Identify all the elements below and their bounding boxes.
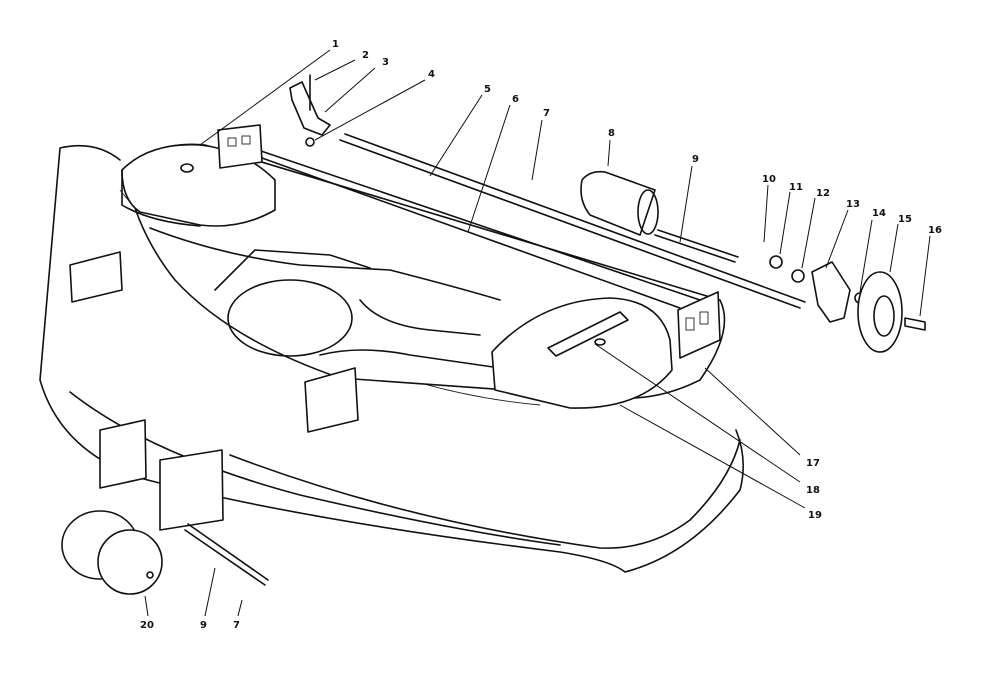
- callout-17: 17: [806, 458, 820, 469]
- callout-20: 20: [140, 620, 154, 631]
- roller-20: [97, 529, 163, 595]
- callout-10: 10: [762, 174, 776, 185]
- anti-scalp-roller-top: [580, 170, 659, 236]
- callout-12: 12: [816, 188, 830, 199]
- callout-15: 15: [898, 214, 912, 225]
- left-hanger-bracket: [217, 124, 263, 169]
- lift-rods: [257, 133, 806, 309]
- roller-shaft-top: [654, 229, 739, 263]
- callout-3: 3: [382, 57, 389, 68]
- wheel-bolt-16: [904, 317, 926, 331]
- blade-opening: [227, 279, 353, 357]
- front-roller-assembly: [61, 419, 269, 595]
- callout-11: 11: [789, 182, 803, 193]
- gauge-wheel-assembly: [769, 255, 926, 353]
- leader-lines: [144, 49, 931, 617]
- callout-14: 14: [872, 208, 886, 219]
- callout-9: 9: [692, 154, 699, 165]
- callout-18: 18: [806, 485, 820, 496]
- callout-7-bottom: 7: [233, 620, 240, 631]
- callout-16: 16: [928, 225, 942, 236]
- adjust-lever-assembly: [289, 74, 331, 147]
- callout-1: 1: [332, 39, 339, 50]
- callout-5: 5: [484, 84, 491, 95]
- callout-9-bottom: 9: [200, 620, 207, 631]
- callout-13: 13: [846, 199, 860, 210]
- callout-8: 8: [608, 128, 615, 139]
- right-hanger-bracket: [677, 291, 721, 359]
- callout-labels: 1 2 3 4 5 6 7 8 9 10 11 12 13 14 15 16 1…: [140, 39, 942, 631]
- callout-7: 7: [543, 108, 550, 119]
- callout-2: 2: [362, 50, 369, 61]
- wheel-15: [857, 271, 903, 353]
- callout-4: 4: [428, 69, 435, 80]
- callout-19: 19: [808, 510, 822, 521]
- decal-plate: [547, 311, 629, 357]
- wheel-bracket-13: [811, 261, 851, 323]
- callout-6: 6: [512, 94, 519, 105]
- right-belt-cover: [491, 297, 673, 409]
- washer-11: [769, 255, 783, 269]
- nut-12: [791, 269, 805, 283]
- skid-plates: [69, 251, 359, 433]
